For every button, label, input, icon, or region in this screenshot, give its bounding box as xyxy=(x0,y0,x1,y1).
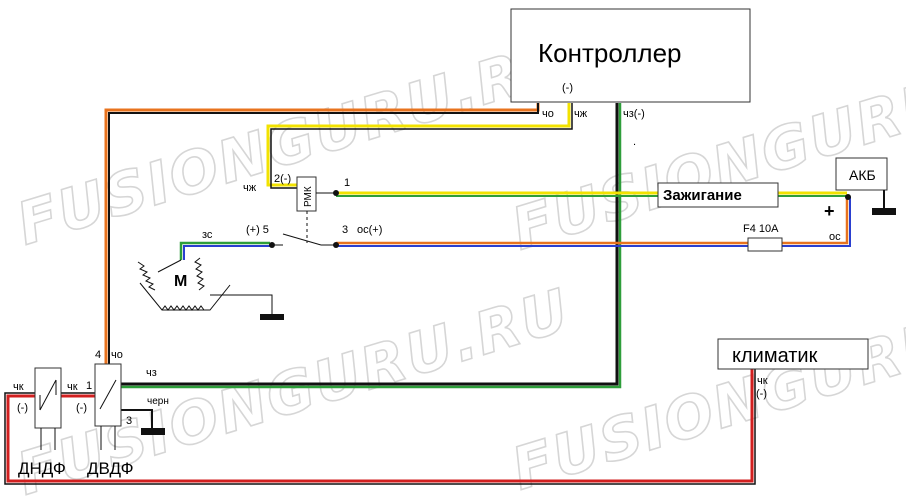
dndf-switch: ДНДФ xyxy=(18,367,66,478)
junction-dot xyxy=(333,190,339,196)
watermark: FUSIONGURU.RU xyxy=(9,25,578,258)
wire-label-cho-bottom: чо xyxy=(111,349,123,361)
dvdf-pin1-label: 1 xyxy=(86,380,92,392)
switch-pin5-label: (+) 5 xyxy=(246,224,269,236)
motor-symbol: М xyxy=(137,257,284,320)
fuse-label: F4 10A xyxy=(743,223,779,235)
wire-label-os-plus: ос(+) xyxy=(357,224,382,236)
dvdf-pin3-label: 3 xyxy=(126,415,132,427)
controller-label: Контроллер xyxy=(538,38,681,68)
wire-label-cho-top: чо xyxy=(542,108,554,120)
wire-label-chk-mid: чк xyxy=(67,381,78,393)
wire-orange xyxy=(104,103,540,368)
climate-label: климатик xyxy=(732,345,818,367)
relay-pin1-label: 1 xyxy=(344,177,350,189)
wire-label-chzh-top: чж xyxy=(574,108,588,120)
dvdf-pin4-label: 4 xyxy=(95,349,101,361)
relay-box: РМК xyxy=(296,176,336,243)
junction-dot xyxy=(845,194,851,200)
wire-label-chk-left: чк xyxy=(13,381,24,393)
wire-label-chzh-left: чж xyxy=(243,182,257,194)
dvdf-switch: ДВДФ xyxy=(87,363,134,478)
dndf-label: ДНДФ xyxy=(18,459,66,478)
ground-symbol xyxy=(872,208,896,215)
climate-minus-label: (-) xyxy=(756,388,767,400)
wire-orange-blue xyxy=(336,197,851,247)
wire-label-chern: черн xyxy=(147,396,169,407)
switch-pin3-label: 3 xyxy=(342,224,348,236)
plus-sign: + xyxy=(824,201,835,221)
controller-box: Контроллер xyxy=(510,8,751,103)
dvdf-minus-label: (-) xyxy=(76,402,87,414)
fuse: F4 10A xyxy=(743,223,783,252)
dndf-minus-label: (-) xyxy=(17,402,28,414)
wire-label-chz-minus: чз(-) xyxy=(623,108,645,120)
dvdf-label: ДВДФ xyxy=(87,459,134,478)
controller-minus-label: (-) xyxy=(562,82,573,94)
wire-black-ground xyxy=(121,409,165,435)
wire-label-chk-climate: чк xyxy=(757,375,768,387)
wire-yellow-black xyxy=(266,103,573,189)
motor-label: М xyxy=(174,273,187,290)
ignition-box: Зажигание xyxy=(657,182,779,208)
relay-pin2-label: 2(-) xyxy=(274,173,291,185)
relay-label: РМК xyxy=(303,186,314,207)
battery-box: АКБ xyxy=(835,157,896,215)
dot-mark: . xyxy=(633,136,636,148)
ignition-label: Зажигание xyxy=(663,187,742,204)
battery-label: АКБ xyxy=(849,167,876,183)
switch-contact xyxy=(269,233,339,248)
wire-red-black xyxy=(4,367,756,485)
wire-label-zs: зс xyxy=(202,229,213,241)
climate-box: климатик xyxy=(717,338,869,370)
wire-yellow-green xyxy=(336,191,847,197)
wire-label-os-right: ос xyxy=(829,231,841,243)
wire-label-chz-bottom: чз xyxy=(146,367,157,379)
wire-green-blue xyxy=(179,241,270,260)
